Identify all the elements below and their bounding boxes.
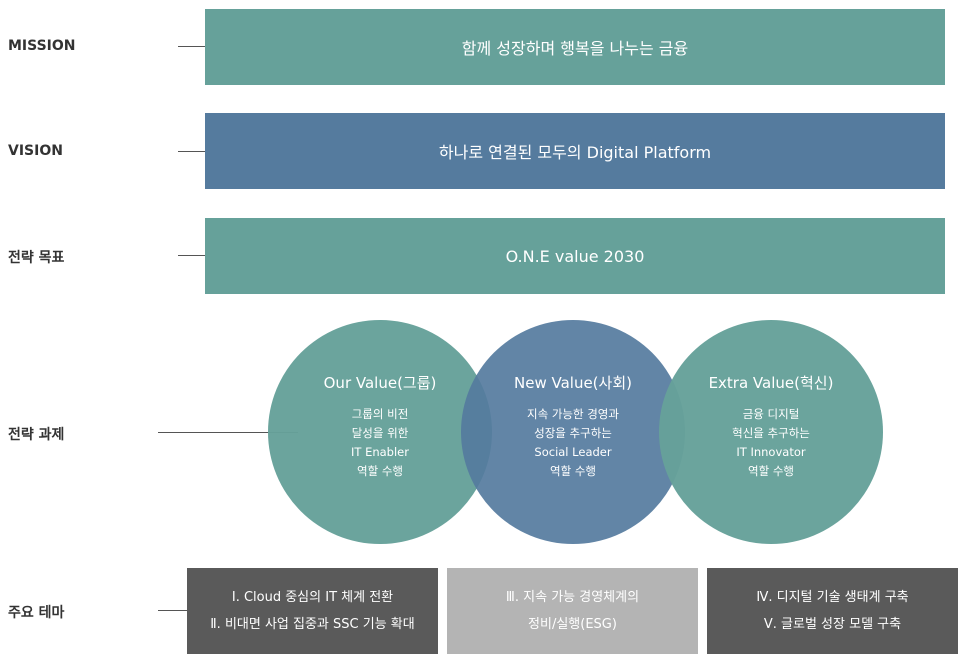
- circle-text-line: 달성을 위한: [351, 426, 409, 440]
- circle-text-line: 성장을 추구하는: [534, 426, 612, 440]
- theme-box-1: Ⅰ. Cloud 중심의 IT 체계 전환 Ⅱ. 비대면 사업 집중과 SSC …: [187, 568, 438, 654]
- circle-title: New Value(사회): [514, 374, 632, 392]
- circle-extra-value: Extra Value(혁신) 금융 디지털 혁신을 추구하는 IT Innov…: [659, 320, 883, 544]
- circle-text-line: 역할 수행: [748, 464, 794, 478]
- vision-band: 하나로 연결된 모두의 Digital Platform: [205, 113, 945, 189]
- theme-text-line: 정비/실행(ESG): [528, 617, 617, 632]
- circle-text-line: 역할 수행: [357, 464, 403, 478]
- vision-label: VISION: [8, 143, 63, 159]
- key-themes-connector: [158, 610, 188, 611]
- mission-band: 함께 성장하며 행복을 나누는 금융: [205, 9, 945, 85]
- theme-box-3: Ⅳ. 디지털 기술 생태계 구축 Ⅴ. 글로벌 성장 모델 구축: [707, 568, 958, 654]
- theme-text-line: Ⅴ. 글로벌 성장 모델 구축: [763, 617, 902, 632]
- circle-text-line: 지속 가능한 경영과: [527, 407, 619, 421]
- circle-text-line: 금융 디지털: [742, 407, 800, 421]
- circle-text-line: IT Enabler: [351, 445, 409, 459]
- mission-label: MISSION: [8, 38, 76, 54]
- circle-text-line: 그룹의 비전: [351, 407, 409, 421]
- circle-title: Extra Value(혁신): [708, 374, 834, 392]
- strategic-tasks-connector: [158, 432, 298, 433]
- circle-text-line: 역할 수행: [550, 464, 596, 478]
- theme-box-2: Ⅲ. 지속 가능 경영체계의 정비/실행(ESG): [447, 568, 698, 654]
- theme-text-line: Ⅲ. 지속 가능 경영체계의: [505, 590, 640, 605]
- circle-new-value: New Value(사회) 지속 가능한 경영과 성장을 추구하는 Social…: [461, 320, 685, 544]
- circle-text-line: 혁신을 추구하는: [732, 426, 810, 440]
- circle-text-line: IT Innovator: [736, 445, 806, 459]
- theme-text-line: Ⅱ. 비대면 사업 집중과 SSC 기능 확대: [210, 617, 415, 632]
- strategic-goal-label: 전략 목표: [8, 250, 65, 266]
- strategic-goal-band: O.N.E value 2030: [205, 218, 945, 294]
- theme-text-line: Ⅰ. Cloud 중심의 IT 체계 전환: [231, 590, 394, 605]
- strategic-tasks-label: 전략 과제: [8, 427, 65, 443]
- key-themes-label: 주요 테마: [8, 605, 65, 621]
- circle-our-value: Our Value(그룹) 그룹의 비전 달성을 위한 IT Enabler 역…: [268, 320, 492, 544]
- theme-text-line: Ⅳ. 디지털 기술 생태계 구축: [756, 590, 909, 605]
- circle-title: Our Value(그룹): [323, 374, 437, 392]
- circle-text-line: Social Leader: [534, 445, 612, 459]
